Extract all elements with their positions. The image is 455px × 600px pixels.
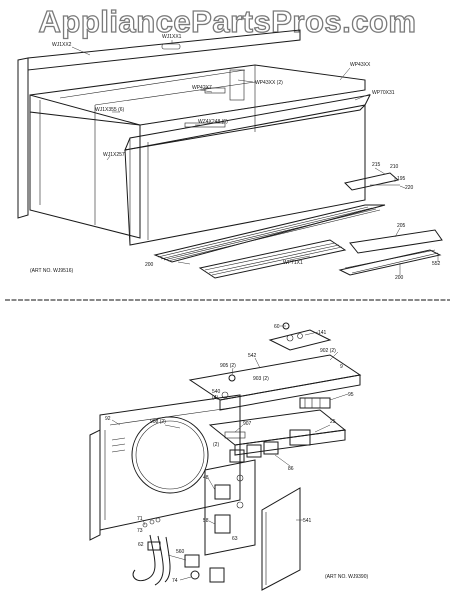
label-907: 907 bbox=[243, 421, 252, 427]
grille bbox=[153, 204, 386, 279]
label-71: 71 bbox=[137, 516, 143, 522]
label-wp71x1: WP71X1 bbox=[283, 260, 303, 266]
electrical-bracket bbox=[204, 459, 256, 556]
label-205: 205 bbox=[397, 223, 406, 229]
label-60: 60 bbox=[274, 324, 280, 330]
top-leaders bbox=[71, 40, 439, 275]
label-wj1x257: WJ1X257 bbox=[103, 152, 125, 158]
label-540: 540 bbox=[212, 389, 221, 395]
label-200: 200 bbox=[145, 262, 154, 268]
label-wp43xx-2: WP43XX (2) bbox=[255, 80, 283, 86]
label-wp43xx: WP43XX bbox=[350, 62, 371, 68]
bottom-leaders bbox=[111, 325, 349, 581]
label-541: 541 bbox=[303, 518, 312, 524]
watermark: AppliancePartsPros.com bbox=[38, 3, 417, 39]
control-panel bbox=[188, 354, 362, 411]
label-62: 62 bbox=[138, 542, 144, 548]
filter-parts bbox=[338, 172, 443, 276]
label-210: 210 bbox=[390, 164, 399, 170]
label-wj1x355: WJ1X355 (6) bbox=[95, 107, 125, 113]
label-908: 908 (2) bbox=[150, 419, 166, 425]
art-number-bottom: (ART NO. WJ9390) bbox=[325, 574, 368, 580]
bottom-diagram: 60 141 542 905 (2) 903 (2) 902 (2) 540 (… bbox=[89, 322, 368, 591]
label-74: 74 bbox=[172, 578, 178, 584]
top-diagram: WJ1XX1 WJ1XX2 WP43XX WP43XX (2) WP70X31 … bbox=[17, 29, 443, 281]
front-cover bbox=[124, 94, 371, 246]
label-552: 552 bbox=[432, 261, 441, 267]
label-86: 86 bbox=[288, 466, 294, 472]
label-48: 48 bbox=[203, 475, 209, 481]
label-220: 220 bbox=[405, 185, 414, 191]
label-wp42x7: WP42X7 bbox=[192, 85, 212, 91]
label-902: 902 (2) bbox=[320, 348, 336, 354]
label-58: 58 bbox=[203, 518, 209, 524]
label-141: 141 bbox=[318, 330, 327, 336]
fan-shroud bbox=[89, 394, 241, 541]
label-905: 905 (2) bbox=[220, 363, 236, 369]
label-195: 195 bbox=[397, 176, 406, 182]
label-wz4x248: WZ4X248 (6) bbox=[198, 119, 228, 125]
control-tray bbox=[208, 409, 347, 463]
label-4: (4) bbox=[212, 395, 218, 401]
label-215: 215 bbox=[372, 162, 381, 168]
label-95: 95 bbox=[348, 392, 354, 398]
side-flange bbox=[17, 29, 301, 219]
label-560: 560 bbox=[176, 549, 185, 555]
label-9: 9 bbox=[340, 364, 343, 370]
power-cord bbox=[132, 517, 225, 586]
sleeve-box bbox=[29, 43, 366, 239]
label-63: 63 bbox=[232, 536, 238, 542]
art-number-top: (ART NO. WJ9516) bbox=[30, 268, 73, 274]
label-903: 903 (2) bbox=[253, 376, 269, 382]
access-cover bbox=[261, 487, 301, 591]
label-542: 542 bbox=[248, 353, 257, 359]
label-73: 73 bbox=[137, 528, 143, 534]
label-wj1xx2: WJ1XX2 bbox=[52, 42, 72, 48]
label-92: 92 bbox=[105, 416, 111, 422]
label-2: (2) bbox=[213, 442, 219, 448]
label-25: 25 bbox=[330, 419, 336, 425]
label-wp70x31: WP70X31 bbox=[372, 90, 395, 96]
label-200b: 200 bbox=[395, 275, 404, 281]
label-wj1xx1: WJ1XX1 bbox=[162, 34, 182, 40]
